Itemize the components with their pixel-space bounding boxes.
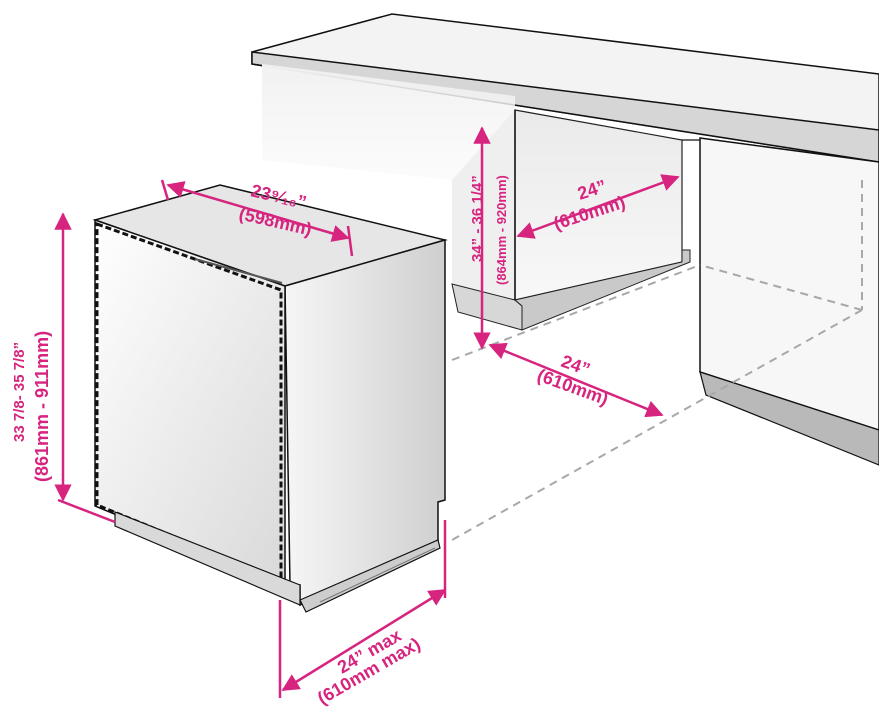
unit-height-imperial: 33 7/8- 35 7/8”: [11, 342, 28, 442]
countertop: [251, 13, 879, 163]
cabinet-height-imperial: 34” - 36 1/4”: [469, 175, 486, 262]
cabinet-height-metric: (864mm - 920mm): [494, 175, 509, 285]
back-wall-shading: [262, 64, 515, 300]
cabinet-opening: [513, 109, 691, 331]
unit-height-metric: (861mm - 911mm): [32, 331, 52, 482]
dishwasher-unit: [92, 184, 448, 613]
dimension-lines: [54, 126, 680, 698]
right-cabinet: [682, 137, 879, 466]
